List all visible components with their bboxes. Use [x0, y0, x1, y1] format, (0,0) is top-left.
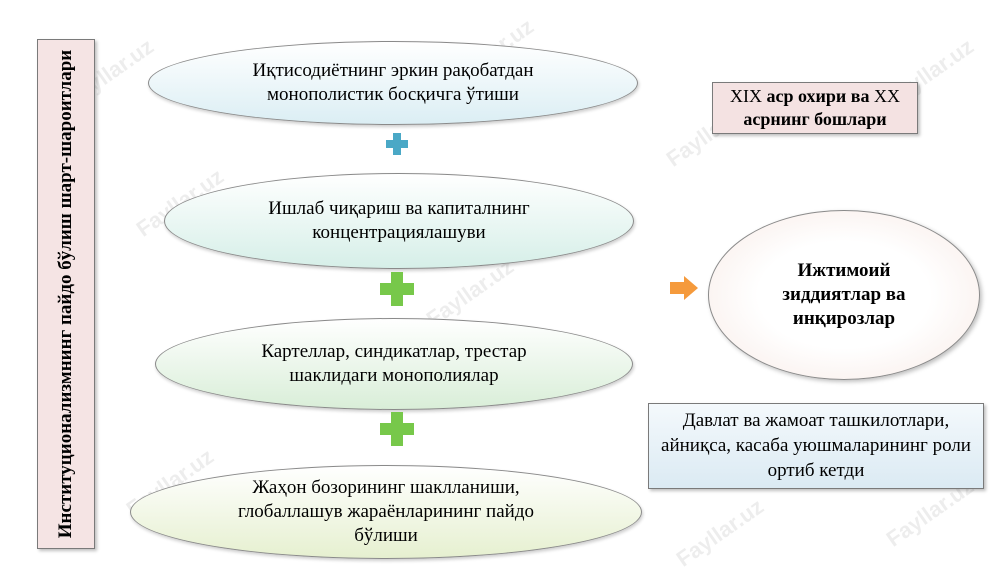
plus-icon: [380, 412, 414, 446]
plus-icon: [380, 272, 414, 306]
period-part1-bold: аср охири ва: [766, 86, 870, 106]
step-4-text: Жаҳон бозорининг шаклланиши, глобаллашув…: [238, 477, 534, 546]
period-part1: XIX: [729, 86, 767, 106]
period-part2-bold: асрнинг бошлари: [743, 109, 887, 129]
result-text: Ижтимоий зиддиятлар ва инқирозлар: [782, 260, 906, 329]
vertical-title-box: Институционализмнинг пайдо бўлиш шарт-ша…: [37, 39, 95, 549]
plus-icon: [386, 133, 408, 155]
step-2-text: Ишлаб чиқариш ва капиталнинг концентраци…: [268, 198, 530, 243]
step-1-text: Иқтисодиётнинг эркин рақобатдан монополи…: [252, 60, 534, 105]
step-1-ellipse: Иқтисодиётнинг эркин рақобатдан монополи…: [148, 41, 638, 125]
note-text: Давлат ва жамоат ташкилотлари, айниқса, …: [661, 410, 971, 481]
arrow-right-icon: [670, 276, 698, 300]
period-part2: XX: [869, 86, 901, 106]
result-circle: Ижтимоий зиддиятлар ва инқирозлар: [708, 210, 980, 380]
step-2-ellipse: Ишлаб чиқариш ва капиталнинг концентраци…: [164, 173, 634, 269]
step-3-ellipse: Картеллар, синдикатлар, трестар шаклидаг…: [155, 318, 633, 410]
watermark: Fayllar.uz: [671, 493, 769, 572]
step-4-ellipse: Жаҳон бозорининг шаклланиши, глобаллашув…: [130, 465, 642, 559]
note-box: Давлат ва жамоат ташкилотлари, айниқса, …: [648, 403, 984, 489]
vertical-title: Институционализмнинг пайдо бўлиш шарт-ша…: [55, 49, 76, 539]
step-3-text: Картеллар, синдикатлар, трестар шаклидаг…: [261, 341, 527, 386]
period-box: XIX аср охири ва XX асрнинг бошлари: [712, 82, 918, 134]
